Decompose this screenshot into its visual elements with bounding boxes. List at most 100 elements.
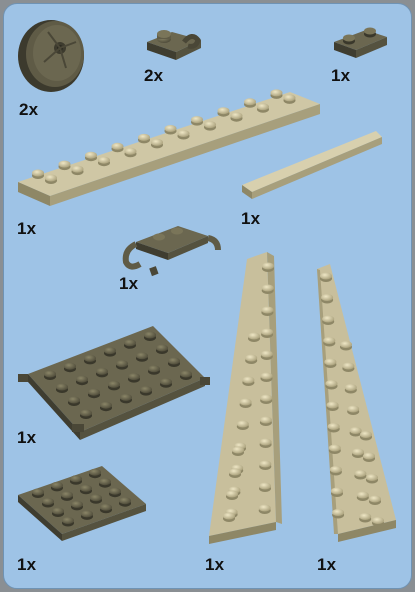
qty-plate-4x4: 1x bbox=[17, 555, 36, 575]
qty-plate-1x2: 1x bbox=[331, 66, 350, 86]
parts-list-panel: /* placeholder */ bbox=[3, 3, 412, 589]
stud bbox=[59, 161, 71, 168]
stud bbox=[204, 121, 216, 128]
stud bbox=[261, 307, 273, 314]
qty-clip-plate: 2x bbox=[144, 66, 163, 86]
stud bbox=[112, 143, 124, 150]
stud bbox=[85, 152, 97, 159]
clip-plate-icon bbox=[147, 30, 201, 60]
stud bbox=[326, 380, 338, 387]
stud bbox=[330, 466, 342, 473]
stud bbox=[45, 175, 57, 182]
stud bbox=[119, 497, 131, 504]
stud bbox=[124, 339, 136, 346]
stud bbox=[245, 355, 257, 362]
stud bbox=[366, 474, 378, 481]
stud bbox=[84, 355, 96, 362]
stud bbox=[284, 94, 296, 101]
stud bbox=[354, 470, 366, 477]
stud bbox=[261, 351, 273, 358]
stud bbox=[352, 449, 364, 456]
stud bbox=[244, 98, 256, 105]
stud bbox=[226, 491, 238, 498]
stud bbox=[108, 381, 120, 388]
qty-tile-1x6: 1x bbox=[241, 209, 260, 229]
stud bbox=[88, 389, 100, 396]
stud bbox=[62, 517, 74, 524]
stud bbox=[120, 394, 132, 401]
stud bbox=[231, 112, 243, 119]
stud bbox=[61, 491, 73, 498]
stud bbox=[257, 103, 269, 110]
stud bbox=[328, 423, 340, 430]
stud bbox=[260, 395, 272, 402]
stud bbox=[109, 488, 121, 495]
stud bbox=[260, 417, 272, 424]
stud bbox=[81, 510, 93, 517]
stud bbox=[261, 373, 273, 380]
stud bbox=[237, 421, 249, 428]
wheel-icon bbox=[18, 20, 84, 92]
qty-handle-plate: 1x bbox=[119, 274, 138, 294]
stud bbox=[68, 397, 80, 404]
stud bbox=[180, 371, 192, 378]
plate-1x2-icon bbox=[334, 28, 387, 59]
stud bbox=[345, 384, 357, 391]
stud bbox=[32, 489, 44, 496]
stud bbox=[72, 166, 84, 173]
stud bbox=[156, 345, 168, 352]
stud bbox=[369, 496, 381, 503]
stud bbox=[229, 469, 241, 476]
stud bbox=[71, 501, 83, 508]
stud bbox=[259, 461, 271, 468]
stud bbox=[56, 384, 68, 391]
stud bbox=[96, 368, 108, 375]
stud bbox=[324, 359, 336, 366]
stud bbox=[359, 513, 371, 520]
stud bbox=[191, 116, 203, 123]
stud bbox=[357, 492, 369, 499]
stud bbox=[52, 508, 64, 515]
stud bbox=[360, 431, 372, 438]
parts-illustrations: /* placeholder */ bbox=[4, 4, 411, 588]
stud bbox=[322, 316, 334, 323]
qty-plate-4x6-hinge: 1x bbox=[17, 428, 36, 448]
stud bbox=[259, 505, 271, 512]
stud bbox=[128, 373, 140, 380]
stud bbox=[116, 360, 128, 367]
stud bbox=[223, 513, 235, 520]
stud bbox=[327, 402, 339, 409]
stud bbox=[160, 378, 172, 385]
plate-4x4-icon bbox=[18, 466, 146, 541]
stud bbox=[98, 157, 110, 164]
stud bbox=[168, 358, 180, 365]
stud bbox=[89, 469, 101, 476]
stud bbox=[178, 130, 190, 137]
stud bbox=[70, 475, 82, 482]
stud bbox=[42, 498, 54, 505]
stud bbox=[51, 482, 63, 489]
stud bbox=[331, 488, 343, 495]
stud bbox=[148, 365, 160, 372]
stud bbox=[99, 478, 111, 485]
wing-left-icon bbox=[209, 252, 282, 544]
stud bbox=[136, 352, 148, 359]
stud bbox=[259, 483, 271, 490]
qty-wheel: 2x bbox=[19, 100, 38, 120]
stud bbox=[32, 170, 44, 177]
stud bbox=[261, 329, 273, 336]
stud bbox=[260, 439, 272, 446]
stud bbox=[342, 363, 354, 370]
hinge-plate-icon bbox=[18, 326, 210, 440]
stud bbox=[138, 134, 150, 141]
stud bbox=[100, 402, 112, 409]
stud bbox=[76, 376, 88, 383]
stud bbox=[125, 148, 137, 155]
handle-plate-icon bbox=[126, 226, 218, 276]
stud bbox=[242, 377, 254, 384]
stud bbox=[80, 410, 92, 417]
stud bbox=[332, 509, 344, 516]
stud bbox=[262, 285, 274, 292]
stud bbox=[90, 494, 102, 501]
stud bbox=[372, 517, 384, 524]
